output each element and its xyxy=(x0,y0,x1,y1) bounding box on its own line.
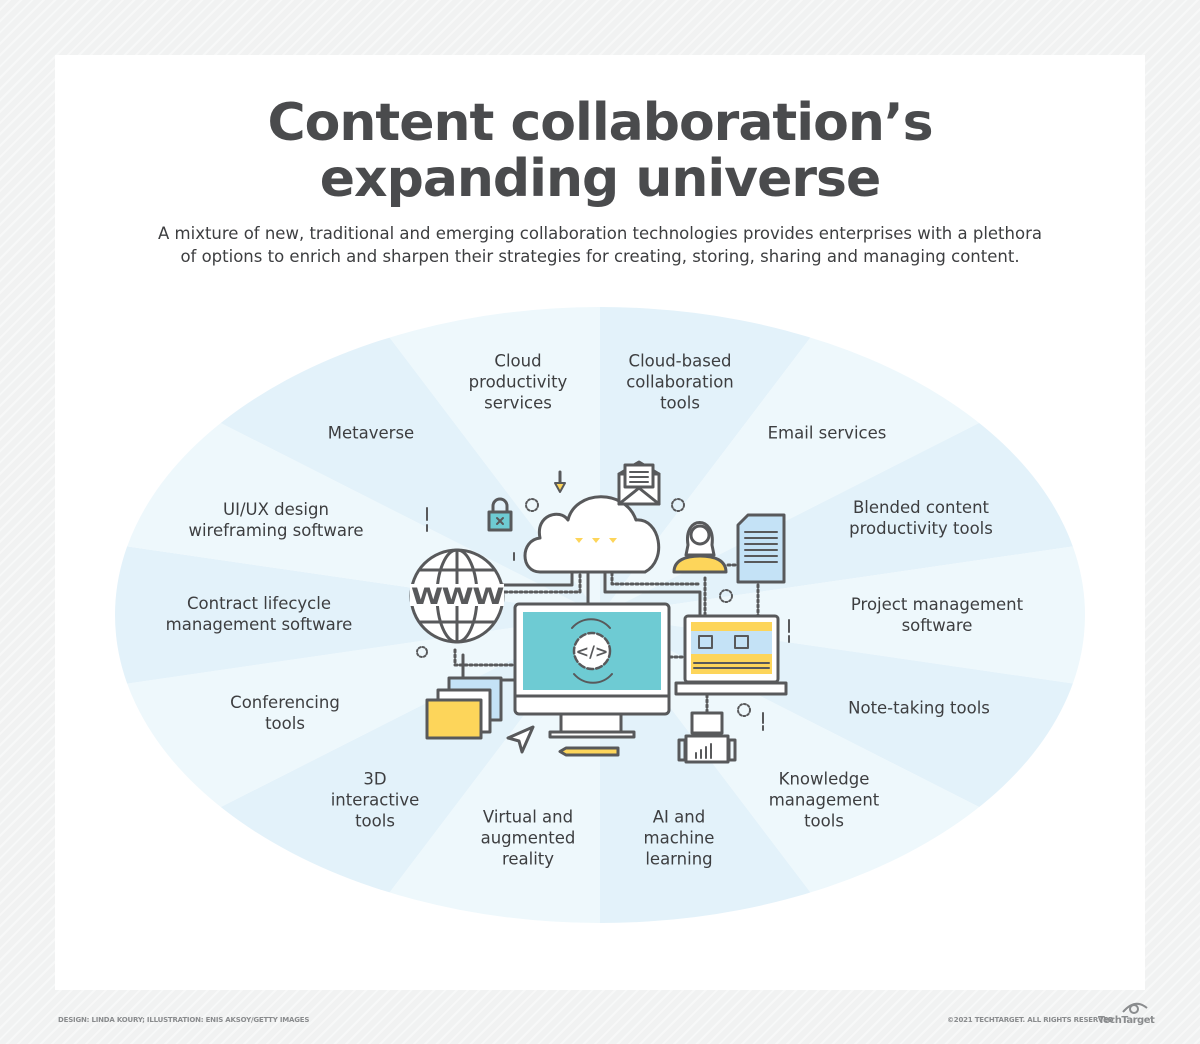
segment-label-line: machine xyxy=(643,828,715,848)
globe-www-icon: WWW xyxy=(409,548,505,644)
document-icon xyxy=(736,513,786,584)
user-icon xyxy=(672,521,728,574)
segment-label-line: management xyxy=(768,790,880,810)
segment-label-line: Email services xyxy=(767,423,887,443)
eye-icon xyxy=(1122,1002,1148,1014)
arrow-down-icon xyxy=(554,470,566,493)
cloud-icon xyxy=(523,495,661,574)
segment-label-line: productivity tools xyxy=(849,519,993,538)
segment-label-line: AI and xyxy=(652,807,706,827)
page-subtitle: A mixture of new, traditional and emergi… xyxy=(158,224,1042,266)
segment-label-line: Cloud-based xyxy=(628,351,732,371)
segment-label-line: Contract lifecycle xyxy=(186,594,331,613)
segment-label-line: Cloud xyxy=(494,351,542,371)
segment-label-line: learning xyxy=(645,849,713,869)
segment-label: Project management software xyxy=(851,594,1023,636)
www-text: WWW xyxy=(411,585,504,610)
lock-icon xyxy=(487,497,513,532)
segment-label: Metaverse xyxy=(328,423,414,444)
segment-wedge xyxy=(115,543,600,687)
segment-label-line: Metaverse xyxy=(327,423,415,443)
folders-icon xyxy=(425,676,503,740)
segment-label-line: tools xyxy=(265,714,305,733)
decorative-marks xyxy=(416,498,790,731)
envelope-icon xyxy=(617,460,661,506)
segment-label: Conferencing tools xyxy=(230,692,340,734)
segment-label: UI/UX design wireframing software xyxy=(188,499,363,541)
segment-wedge xyxy=(600,543,1085,687)
segment-label-line: tools xyxy=(355,811,395,831)
segment-label: Email services xyxy=(768,423,887,444)
segment-label-line: productivity xyxy=(468,372,568,392)
segment-label-line: wireframing software xyxy=(188,521,364,540)
pen-icon xyxy=(558,746,620,757)
cursor-icon xyxy=(506,725,535,754)
segment-label-line: services xyxy=(484,393,552,413)
segment-label-line: Conferencing xyxy=(230,693,340,712)
segment-label-line: collaboration xyxy=(626,372,734,392)
segment-label-line: software xyxy=(901,616,973,635)
credit-text: DESIGN: LINDA KOURY; ILLUSTRATION: ENIS … xyxy=(58,1016,310,1024)
copyright-text: ©2021 TECHTARGET. ALL RIGHTS RESERVED xyxy=(947,1016,1114,1024)
segment-label-line: interactive xyxy=(330,790,420,810)
segment-label-line: augmented xyxy=(480,828,576,848)
segment-label-line: management software xyxy=(165,615,353,634)
segment-label-line: tools xyxy=(804,811,844,831)
segment-label-line: Knowledge xyxy=(778,769,870,789)
segment-label: Contract lifecycle management software xyxy=(166,593,353,635)
segment-wedge xyxy=(205,326,600,615)
segment-label-line: Note-taking tools xyxy=(848,698,990,718)
code-text: </> xyxy=(576,642,609,661)
segment-label-line: Project management xyxy=(850,595,1024,614)
monitor-code-gear-icon: </> xyxy=(513,602,671,739)
segment-label-line: tools xyxy=(660,393,700,413)
techtarget-logo: TechTarget xyxy=(1098,1000,1155,1026)
segment-label-line: Virtual and xyxy=(482,807,574,827)
segment-label-line: Blended content xyxy=(852,498,990,517)
segment-label-line: 3D xyxy=(363,769,387,789)
laptop-wireframe-icon xyxy=(674,614,788,696)
segment-label-line: UI/UX design xyxy=(223,500,329,519)
segment-label: Note-taking tools xyxy=(848,698,990,719)
segment-label-line: reality xyxy=(501,849,555,869)
robot-icon xyxy=(677,711,737,764)
segment-label: Blended content productivity tools xyxy=(849,497,993,539)
